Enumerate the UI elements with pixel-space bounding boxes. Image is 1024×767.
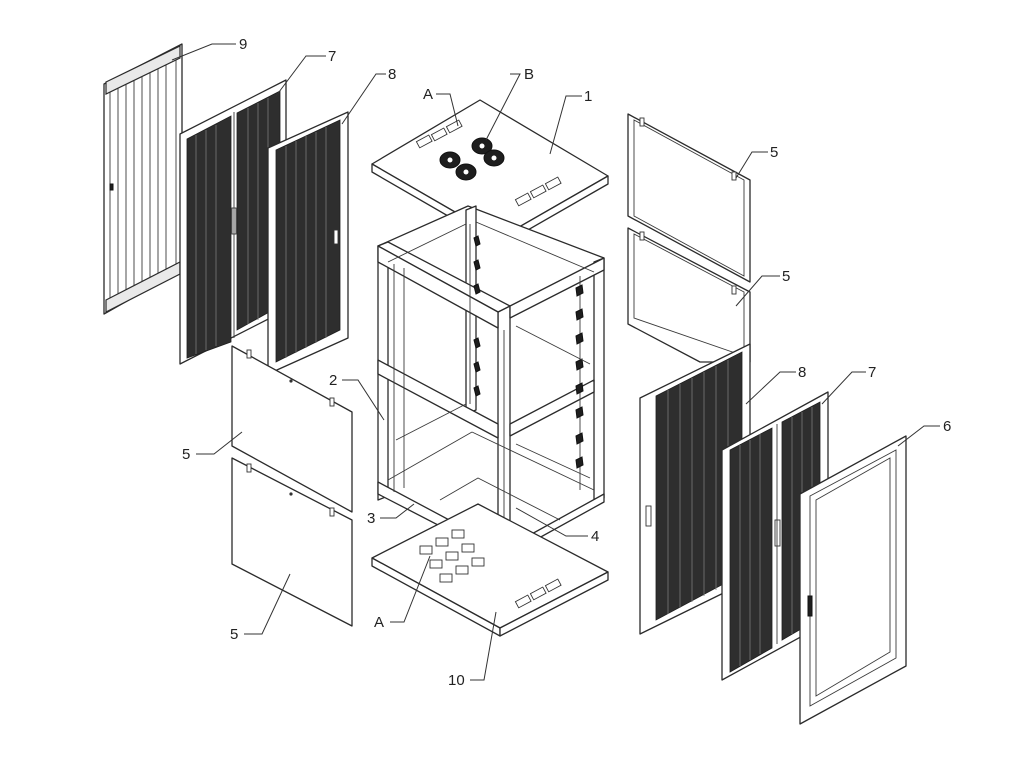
part-8-mesh-door-left bbox=[267, 111, 349, 375]
callout-5-right-lower: 5 bbox=[782, 268, 790, 285]
part-2-frame bbox=[377, 205, 605, 557]
part-6-glass-front-door bbox=[799, 435, 907, 725]
callout-8-left: 8 bbox=[388, 66, 396, 83]
callout-7-left: 7 bbox=[328, 48, 336, 65]
callout-2: 2 bbox=[329, 372, 337, 389]
callout-10: 10 bbox=[448, 672, 465, 689]
callout-a-bottom: A bbox=[374, 614, 384, 631]
part-5-side-panel-left-lower bbox=[231, 457, 353, 627]
part-9-slatted-rear-door bbox=[103, 43, 183, 315]
part-5-side-panel-left-upper bbox=[231, 345, 353, 513]
part-10-base bbox=[371, 503, 609, 637]
callout-b-top: B bbox=[524, 66, 534, 83]
callout-3: 3 bbox=[367, 510, 375, 527]
callout-labels: 9 7 8 A B 1 5 5 2 5 3 4 8 7 6 5 A 10 bbox=[182, 36, 951, 689]
leader-lines bbox=[171, 43, 940, 681]
callout-9: 9 bbox=[239, 36, 247, 53]
callout-8-right: 8 bbox=[798, 364, 806, 381]
callout-5-right-upper: 5 bbox=[770, 144, 778, 161]
fan-icon bbox=[439, 137, 505, 181]
callout-1: 1 bbox=[584, 88, 592, 105]
callout-5-left-lower: 5 bbox=[230, 626, 238, 643]
part-5-side-panel-right-upper bbox=[627, 113, 751, 283]
callout-5-left-upper: 5 bbox=[182, 446, 190, 463]
callout-a-top: A bbox=[423, 86, 433, 103]
callout-4: 4 bbox=[591, 528, 599, 545]
callout-7-right: 7 bbox=[868, 364, 876, 381]
callout-6: 6 bbox=[943, 418, 951, 435]
